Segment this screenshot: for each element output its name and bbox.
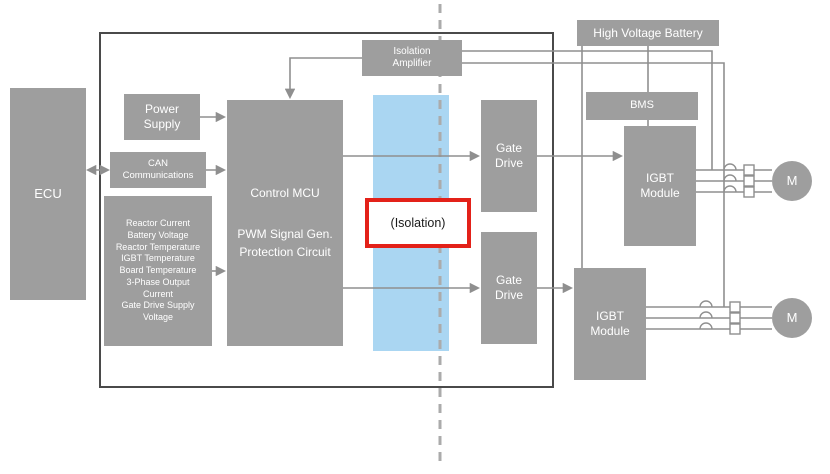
bms-block: BMS: [586, 92, 698, 120]
gate-drive-label2: Drive: [494, 156, 523, 170]
motor-label: M: [786, 172, 798, 188]
isolation-amplifier-label: Isolation: [393, 45, 431, 57]
control-mcu-line3: Protection Circuit: [239, 245, 331, 259]
ecu-block: ECU: [10, 88, 86, 300]
isolation-amplifier-block: Isolation Amplifier: [362, 40, 462, 76]
control-mcu-title: Control MCU: [250, 186, 320, 200]
gate-drive-bottom-block: Gate Drive: [481, 232, 537, 344]
sensor-item: Reactor Current: [125, 218, 191, 229]
motor-top: M: [772, 161, 812, 201]
sensor-inputs-block: Reactor Current Battery Voltage Reactor …: [104, 196, 212, 346]
inductor-icons: [699, 163, 737, 330]
gate-drive-label2: Drive: [494, 288, 523, 302]
high-voltage-battery-label: High Voltage Battery: [593, 25, 703, 40]
gate-drive-label: Gate: [495, 141, 522, 155]
can-label2: Communications: [122, 170, 194, 181]
control-mcu-block: Control MCU PWM Signal Gen. Protection C…: [227, 100, 343, 346]
power-supply-label2: Supply: [143, 117, 181, 131]
sensor-item: Battery Voltage: [127, 230, 189, 241]
isolation-label: (Isolation): [390, 216, 446, 230]
sensor-item: Reactor Temperature: [115, 241, 201, 252]
can-label: CAN: [147, 158, 169, 170]
igbt-module-label2: Module: [640, 186, 680, 200]
motor-bottom: M: [772, 298, 812, 338]
power-supply-block: Power Supply: [124, 94, 200, 140]
sensor-item: Gate Drive Supply Voltage: [121, 300, 195, 322]
high-voltage-battery-block: High Voltage Battery: [577, 20, 719, 46]
ecu-label: ECU: [34, 185, 62, 201]
igbt-module-label: IGBT: [595, 309, 624, 323]
sensor-item: Board Temperature: [119, 265, 197, 276]
sensor-item: IGBT Temperature: [121, 253, 195, 264]
current-sensor-icons: [729, 164, 755, 335]
motor-label: M: [786, 309, 798, 325]
igbt-module-label: IGBT: [645, 171, 674, 185]
power-supply-label: Power: [144, 102, 179, 116]
igbt-module-bottom-block: IGBT Module: [574, 268, 646, 380]
gate-drive-label: Gate: [495, 273, 522, 287]
gate-drive-top-block: Gate Drive: [481, 100, 537, 212]
isolation-amplifier-label2: Amplifier: [392, 58, 432, 69]
can-communications-block: CAN Communications: [110, 152, 206, 188]
isolation-highlight-box: (Isolation): [365, 198, 471, 248]
bms-label: BMS: [630, 99, 654, 112]
sensor-item: 3-Phase Output Current: [126, 276, 190, 299]
control-mcu-line2: PWM Signal Gen.: [237, 227, 333, 241]
igbt-module-label2: Module: [590, 324, 630, 338]
igbt-module-top-block: IGBT Module: [624, 126, 696, 246]
